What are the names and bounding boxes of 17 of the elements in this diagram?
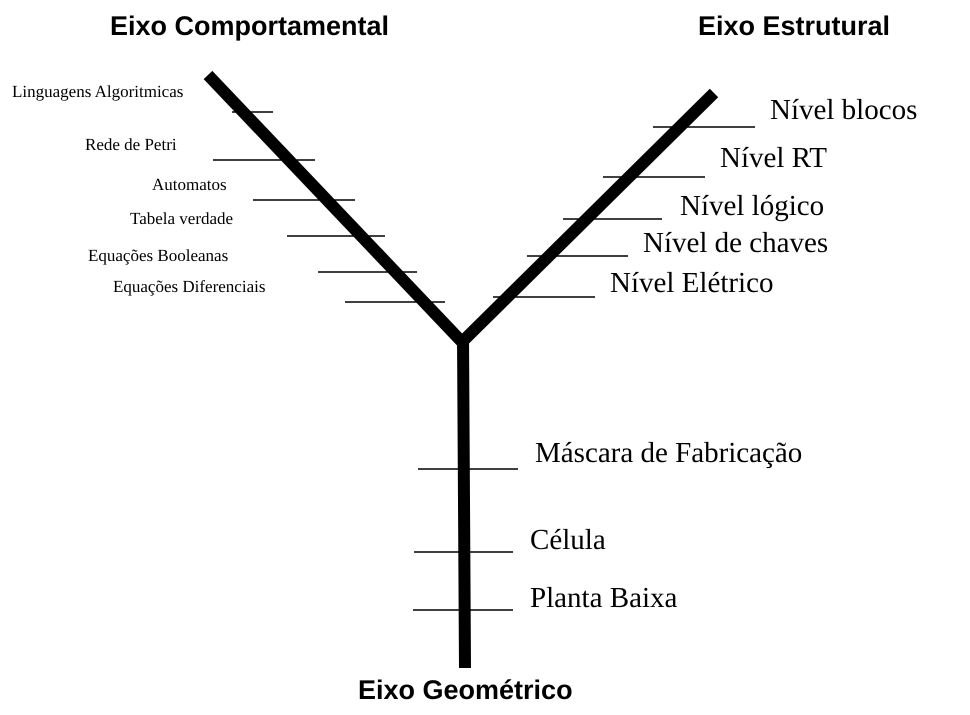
level-label: Nível blocos: [770, 95, 918, 127]
axis-title: Eixo Comportamental: [110, 12, 390, 42]
level-label: Tabela verdade: [130, 210, 234, 229]
level-label: Rede de Petri: [85, 136, 177, 155]
level-label: Célula: [530, 525, 606, 557]
axis-title: Eixo Estrutural: [698, 12, 890, 42]
level-label: Planta Baixa: [530, 583, 678, 615]
level-label: Nível RT: [720, 143, 827, 175]
level-label: Equações Booleanas: [88, 247, 228, 266]
level-label: Nível lógico: [680, 191, 824, 223]
level-label: Equações Diferenciais: [113, 278, 266, 297]
level-label: Nível Elétrico: [610, 268, 774, 300]
axis-title: Eixo Geométrico: [358, 676, 573, 706]
level-label: Nível de chaves: [643, 228, 828, 260]
level-label: Linguagens Algoritmicas: [12, 83, 184, 102]
level-label: Máscara de Fabricação: [535, 438, 802, 470]
level-label: Automatos: [152, 176, 227, 195]
